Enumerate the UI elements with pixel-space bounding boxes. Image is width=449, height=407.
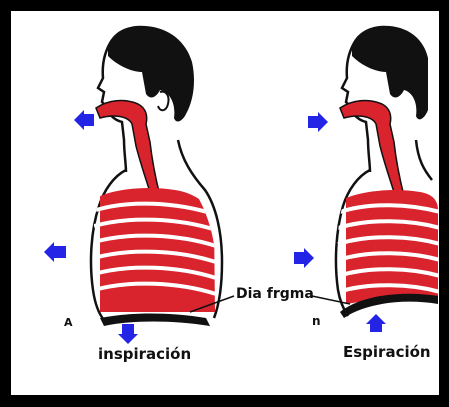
diaphragm-label: Dia frgma (236, 286, 314, 302)
figure-a-letter: A (64, 316, 73, 329)
expiration-label: Espiración (343, 343, 431, 361)
inspiration-label: inspiración (98, 345, 191, 363)
figure-a-lungs (94, 188, 216, 312)
figure-b-lungs (338, 190, 440, 304)
figure-b-letter: n (312, 314, 321, 328)
